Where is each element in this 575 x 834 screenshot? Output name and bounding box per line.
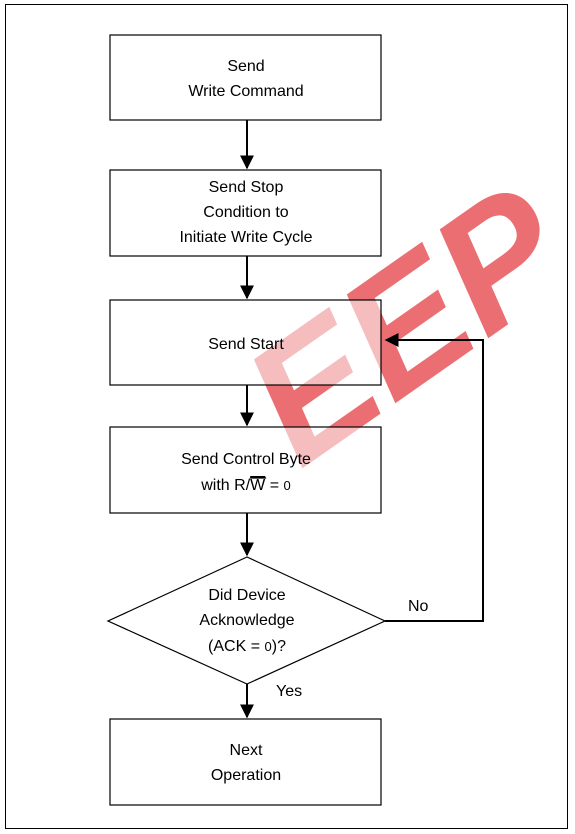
decision-line1: Did Device [208, 587, 285, 604]
node-send-write-command: Send Write Command [109, 34, 382, 121]
decision-line3: (ACK = 0)? [208, 638, 286, 655]
node-control-line2: with R/W = 0 [200, 477, 290, 494]
node-send-start: Send Start [109, 299, 382, 386]
node-send-control-byte: Send Control Byte with R/W = 0 [109, 426, 382, 514]
overbar-w: W [250, 477, 266, 494]
node-control-line1: Send Control Byte [181, 451, 311, 468]
node-next-operation: Next Operation [109, 718, 382, 806]
node-send-stop: Send Stop Condition to Initiate Write Cy… [109, 169, 382, 257]
node-next-line2: Operation [211, 767, 281, 784]
diagram-frame [5, 4, 568, 829]
label-yes: Yes [276, 683, 302, 700]
node-send-stop-line2: Condition to [203, 204, 288, 221]
edge-no-loop [384, 333, 484, 622]
node-send-stop-line1: Send Stop [209, 179, 284, 196]
node-send-write-line1: Send [227, 58, 264, 75]
decision-line2: Acknowledge [199, 612, 294, 629]
node-send-write-line2: Write Command [188, 83, 303, 100]
node-send-stop-line3: Initiate Write Cycle [179, 229, 312, 246]
node-send-start-label: Send Start [208, 336, 284, 353]
label-no: No [408, 598, 429, 615]
node-decision-ack: Did Device Acknowledge (ACK = 0)? [106, 556, 387, 685]
node-next-line1: Next [230, 742, 263, 759]
